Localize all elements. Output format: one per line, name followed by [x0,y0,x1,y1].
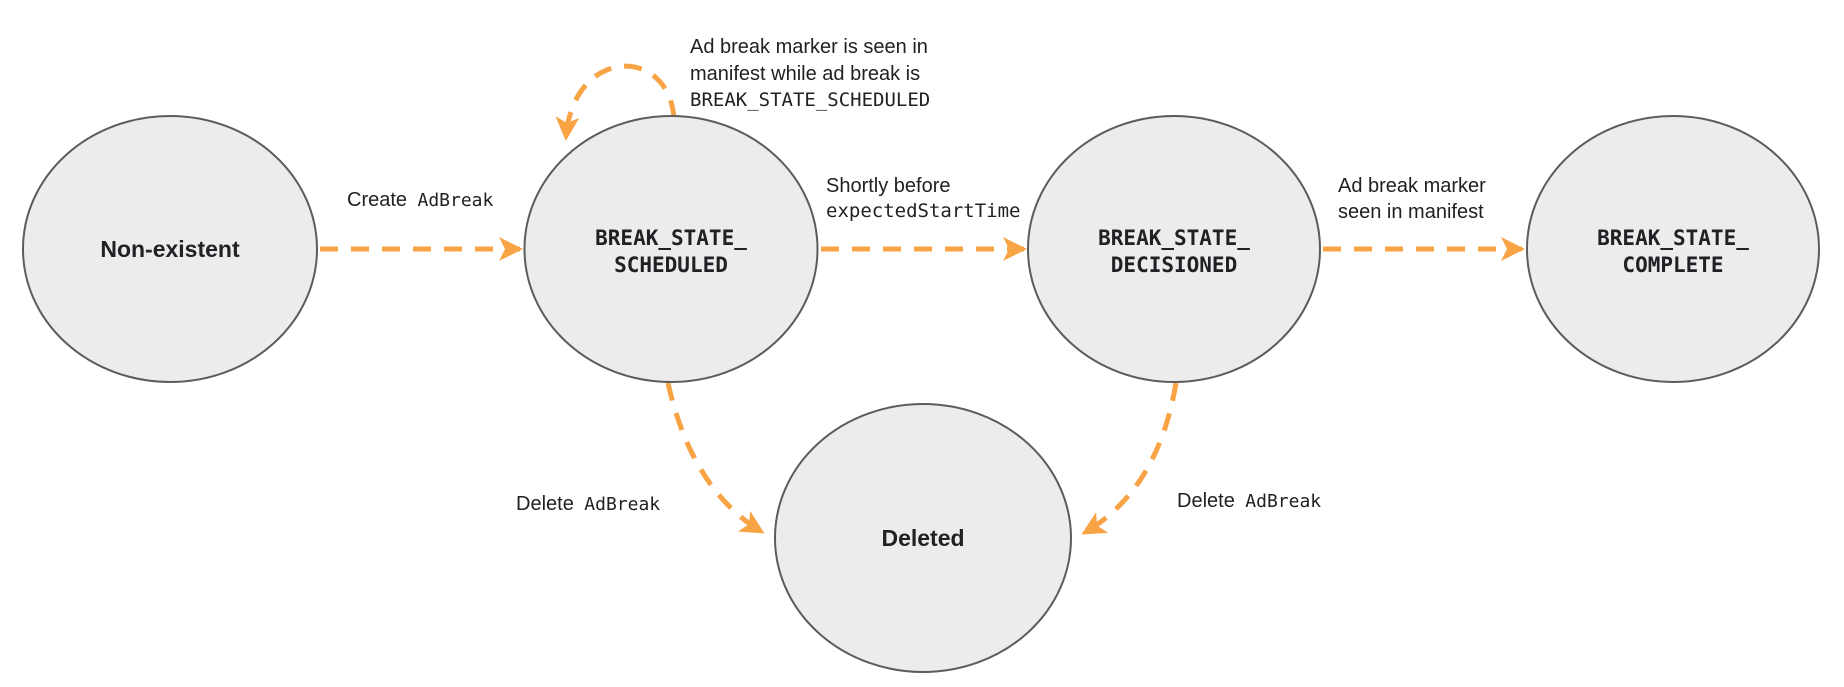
edge-label-decision-line1: Shortly before [826,175,951,197]
edge-label-self-loop-line3: BREAK_STATE_SCHEDULED [690,89,930,111]
edge-label-delete-decisioned-sans: Delete [1177,490,1235,512]
edge-label-self-loop-line1: Ad break marker is seen in [690,36,928,58]
state-label-decisioned-line2: DECISIONED [1111,253,1237,277]
edge-label-create-sans: Create [347,189,407,211]
state-node-break-state-decisioned [1027,115,1321,383]
state-node-non-existent [22,115,318,383]
edge-decisioned-to-deleted [1081,382,1179,536]
edge-label-create-adbreak: Create AdBreak [347,189,494,211]
state-node-break-state-scheduled [523,115,819,383]
edge-label-delete-scheduled: Delete AdBreak [516,493,660,515]
state-node-break-state-complete [1526,115,1820,383]
edge-label-complete-line2: seen in manifest [1338,201,1484,223]
edge-label-delete-scheduled-sans: Delete [516,493,574,515]
edge-label-delete-decisioned: Delete AdBreak [1177,490,1321,512]
state-label-scheduled-line1: BREAK_STATE_ [595,226,747,250]
state-node-deleted [774,403,1072,673]
state-label-scheduled-line2: SCHEDULED [614,253,728,277]
edge-label-self-loop-line2: manifest while ad break is [690,63,920,85]
state-label-decisioned-line1: BREAK_STATE_ [1098,226,1250,250]
edge-label-create-mono: AdBreak [417,190,493,211]
edge-label-delete-decisioned-mono: AdBreak [1245,491,1321,512]
state-label-complete-line1: BREAK_STATE_ [1597,226,1749,250]
state-label-deleted: Deleted [881,525,964,551]
edge-label-decision-line2: expectedStartTime [826,200,1020,222]
state-label-non-existent: Non-existent [100,236,240,262]
edge-scheduled-to-deleted [665,382,765,535]
edge-label-complete-line1: Ad break marker [1338,175,1486,197]
edge-label-delete-scheduled-mono: AdBreak [584,494,660,515]
state-label-complete-line2: COMPLETE [1622,253,1723,277]
